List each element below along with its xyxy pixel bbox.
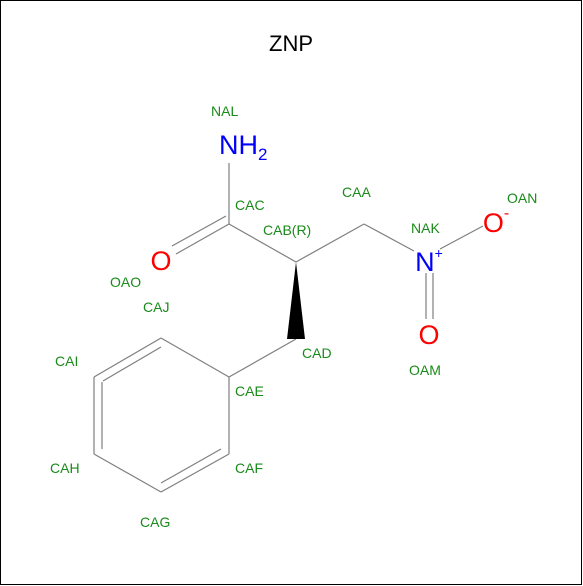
bond-inner-caj-cai (102, 346, 162, 382)
amine-nitrogen-symbol: NH2 (219, 130, 267, 164)
carbonyl-oxygen-symbol: O (150, 246, 171, 276)
bond-cae-caj (160, 337, 230, 378)
atom-label-caf: CAF (235, 460, 263, 476)
atom-labels: NAL CAC CAB(R) CAA NAK OAN OAO CAJ CAD O… (50, 103, 537, 530)
bond-cac-oao-2 (171, 215, 227, 247)
bond-inner-cag-caf (160, 448, 222, 484)
bond-cac-oao-1 (175, 223, 230, 255)
atom-label-nak: NAK (411, 220, 440, 236)
bond-caj-cai (93, 337, 162, 378)
atom-label-oam: OAM (409, 362, 441, 378)
bond-cab-caa (295, 223, 365, 263)
atom-label-oao: OAO (110, 274, 141, 290)
atom-label-caa: CAA (342, 184, 371, 200)
atom-label-nal: NAL (211, 103, 238, 119)
nitro-nitrogen-symbol: N+ (415, 245, 443, 277)
atom-label-cad: CAD (302, 345, 332, 361)
atom-label-cae: CAE (235, 383, 264, 399)
atom-label-cag: CAG (140, 514, 170, 530)
atom-label-cac: CAC (235, 197, 265, 213)
nitro-oxygen-single-symbol: O- (483, 205, 509, 238)
atom-label-caj: CAJ (143, 299, 169, 315)
bonds (93, 163, 484, 493)
atom-label-cai: CAI (55, 353, 78, 369)
bond-nak-oan (439, 225, 484, 250)
atom-label-cab: CAB(R) (263, 222, 311, 238)
bond-cad-cae (228, 338, 297, 378)
nitro-oxygen-double-symbol: O (418, 320, 439, 350)
bond-cac-cab (228, 223, 297, 263)
bond-cah-cag (93, 453, 162, 493)
atom-label-cah: CAH (50, 460, 80, 476)
atom-label-oan: OAN (507, 190, 537, 206)
molecule-title: ZNP (269, 31, 313, 56)
bond-cag-caf (160, 453, 230, 493)
bond-caa-nak (363, 223, 415, 252)
bond-cab-cad-wedge (287, 262, 305, 339)
